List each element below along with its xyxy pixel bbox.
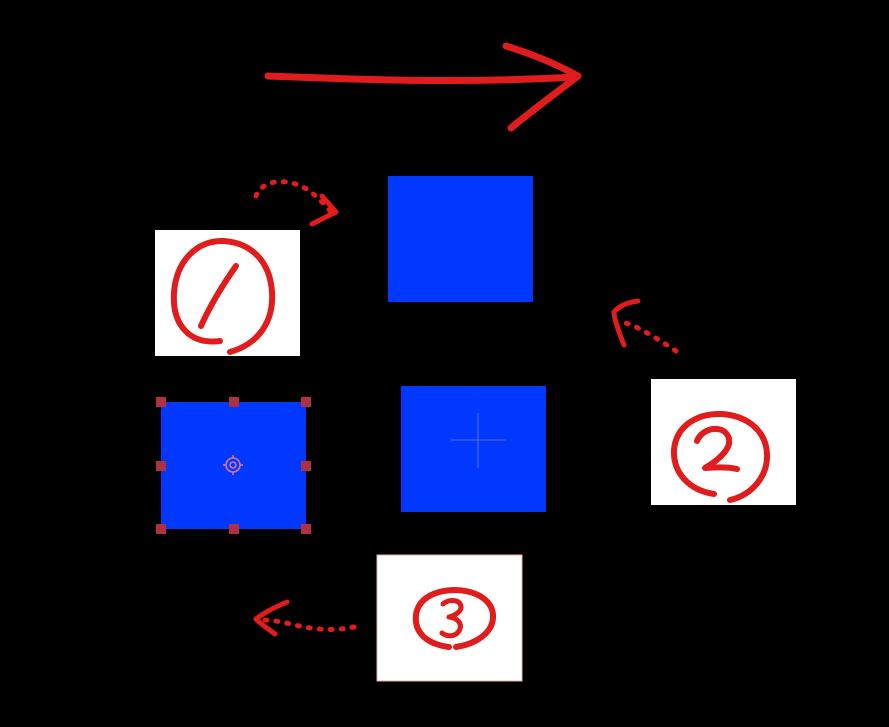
selection-handles[interactable] bbox=[156, 397, 311, 534]
handle-top-right[interactable] bbox=[301, 397, 311, 407]
direction-arrow-shaft bbox=[264, 72, 580, 85]
crosshair-icon bbox=[451, 413, 506, 468]
handle-bottom-center[interactable] bbox=[229, 524, 239, 534]
arrow-2 bbox=[611, 298, 679, 354]
blue-square-selected[interactable] bbox=[156, 397, 311, 534]
step-card-2[interactable] bbox=[651, 379, 796, 505]
arrow-3 bbox=[253, 599, 357, 637]
handle-bottom-right[interactable] bbox=[301, 524, 311, 534]
handle-middle-right[interactable] bbox=[301, 461, 311, 471]
number-3-icon bbox=[412, 587, 496, 650]
handle-top-left[interactable] bbox=[156, 397, 166, 407]
step-card-1[interactable] bbox=[155, 230, 300, 356]
handle-middle-left[interactable] bbox=[156, 461, 166, 471]
number-2-icon bbox=[670, 410, 771, 503]
anchor-point-icon[interactable] bbox=[223, 455, 243, 475]
blue-square-selected-fill bbox=[161, 402, 306, 529]
step-card-1-background bbox=[155, 230, 300, 356]
step-card-3[interactable] bbox=[376, 554, 523, 682]
direction-arrow-head bbox=[502, 42, 582, 132]
blue-square-center-fill bbox=[401, 386, 546, 512]
handle-top-center[interactable] bbox=[229, 397, 239, 407]
blue-square-center[interactable] bbox=[401, 386, 546, 512]
direction-arrow bbox=[264, 42, 582, 132]
number-1-icon bbox=[170, 237, 276, 355]
handle-bottom-left[interactable] bbox=[156, 524, 166, 534]
arrow-1 bbox=[253, 179, 339, 227]
blue-square-top[interactable] bbox=[388, 176, 533, 302]
